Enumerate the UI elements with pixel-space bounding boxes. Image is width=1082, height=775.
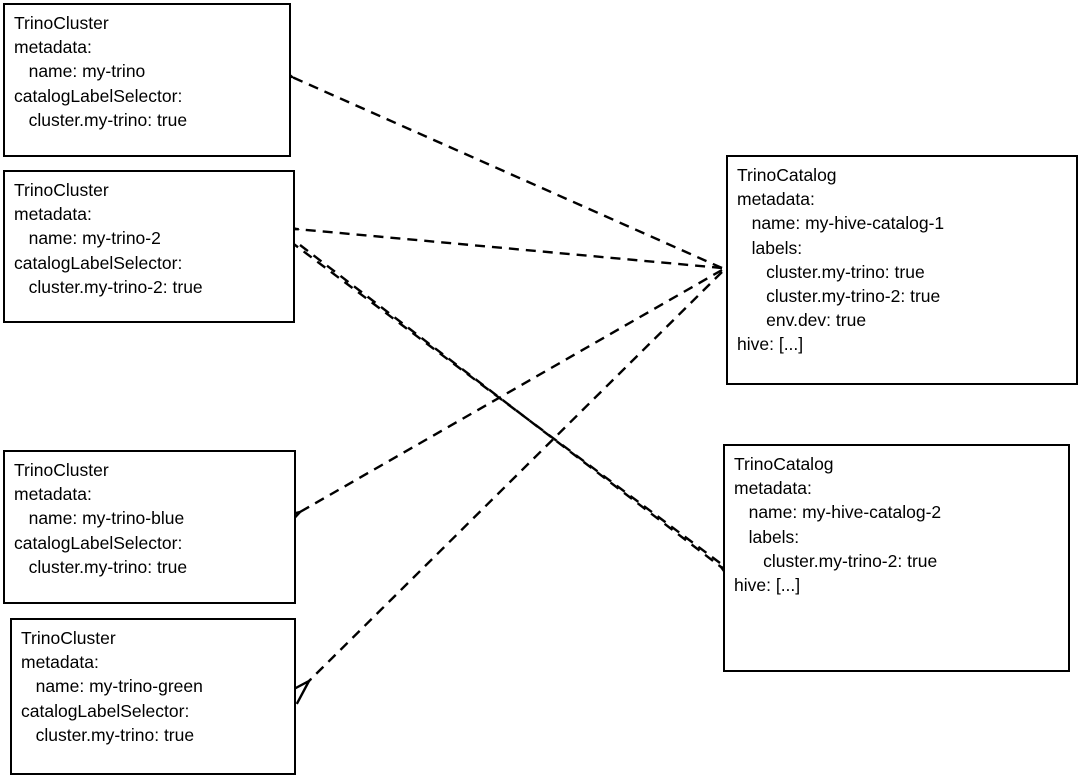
node-spec-line: name: my-hive-catalog-1 xyxy=(737,213,945,234)
node-body: TrinoCatalog metadata: name: my-hive-cata… xyxy=(734,452,1060,597)
node-spec-line: metadata: xyxy=(21,652,99,673)
node-body: TrinoCatalog metadata: name: my-hive-cata… xyxy=(737,163,1068,357)
edge-line-edge-my-trino-2-to-catalog2 xyxy=(299,244,722,568)
node-trinocluster-my-trino[interactable]: TrinoCluster metadata: name: my-trino cata… xyxy=(3,3,291,157)
node-kind-label: TrinoCluster xyxy=(21,628,116,648)
node-spec-line: metadata: xyxy=(14,204,92,225)
node-spec-line: cluster.my-trino: true xyxy=(21,724,195,745)
node-spec-line: metadata: xyxy=(734,478,812,499)
node-body: TrinoCluster metadata: name: my-trino-blu… xyxy=(14,458,286,579)
node-body: TrinoCluster metadata: name: my-trino cata… xyxy=(14,11,281,132)
node-trinocluster-my-trino-2[interactable]: TrinoCluster metadata: name: my-trino-2 ca… xyxy=(3,170,295,323)
node-kind-label: TrinoCluster xyxy=(14,180,109,200)
node-spec-line: labels: xyxy=(737,237,803,258)
node-kind-label: TrinoCatalog xyxy=(734,454,834,474)
edge-line-edge-catalog1-to-my-trino xyxy=(291,75,723,270)
node-spec-line: cluster.my-trino: true xyxy=(737,261,925,282)
node-spec-line: catalogLabelSelector: xyxy=(14,252,183,273)
node-spec-line: labels: xyxy=(734,526,800,547)
node-spec-line: cluster.my-trino-2: true xyxy=(734,550,938,571)
node-spec-line: catalogLabelSelector: xyxy=(14,85,183,106)
node-spec-line: cluster.my-trino-2: true xyxy=(14,276,203,297)
node-spec-line: hive: [...] xyxy=(737,334,804,355)
edge-line-edge-catalog1-to-my-trino-green xyxy=(308,271,723,682)
node-spec-line: name: my-trino-green xyxy=(21,676,203,697)
node-kind-label: TrinoCatalog xyxy=(737,165,837,185)
node-body: TrinoCluster metadata: name: my-trino-2 ca… xyxy=(14,178,285,299)
edge-line-edge-catalog1-to-my-trino-2-a xyxy=(295,227,723,270)
node-trinocluster-my-trino-green[interactable]: TrinoCluster metadata: name: my-trino-gre… xyxy=(10,618,296,775)
edge-line-edge-catalog1-to-my-trino-blue xyxy=(299,268,723,514)
node-spec-line: metadata: xyxy=(14,484,92,505)
node-spec-line: metadata: xyxy=(14,37,92,58)
node-kind-label: TrinoCluster xyxy=(14,460,109,480)
node-spec-line: name: my-trino-blue xyxy=(14,508,185,529)
node-trinocatalog-my-hive-catalog-2[interactable]: TrinoCatalog metadata: name: my-hive-cata… xyxy=(723,444,1070,672)
node-kind-label: TrinoCluster xyxy=(14,13,109,33)
edge-line-edge-catalog2-to-my-trino-2 xyxy=(290,241,721,564)
node-spec-line: metadata: xyxy=(737,189,815,210)
node-spec-line: cluster.my-trino: true xyxy=(14,556,188,577)
node-trinocatalog-my-hive-catalog-1[interactable]: TrinoCatalog metadata: name: my-hive-cata… xyxy=(726,155,1078,385)
node-spec-line: cluster.my-trino: true xyxy=(14,109,188,130)
node-spec-line: hive: [...] xyxy=(734,575,801,596)
node-spec-line: cluster.my-trino-2: true xyxy=(737,286,941,307)
node-trinocluster-my-trino-blue[interactable]: TrinoCluster metadata: name: my-trino-blu… xyxy=(3,450,296,604)
node-spec-line: catalogLabelSelector: xyxy=(14,532,183,553)
node-spec-line: catalogLabelSelector: xyxy=(21,700,190,721)
node-spec-line: name: my-hive-catalog-2 xyxy=(734,502,942,523)
node-spec-line: name: my-trino-2 xyxy=(14,228,161,249)
node-body: TrinoCluster metadata: name: my-trino-gre… xyxy=(21,626,286,747)
node-spec-line: env.dev: true xyxy=(737,310,867,331)
node-spec-line: name: my-trino xyxy=(14,61,146,82)
